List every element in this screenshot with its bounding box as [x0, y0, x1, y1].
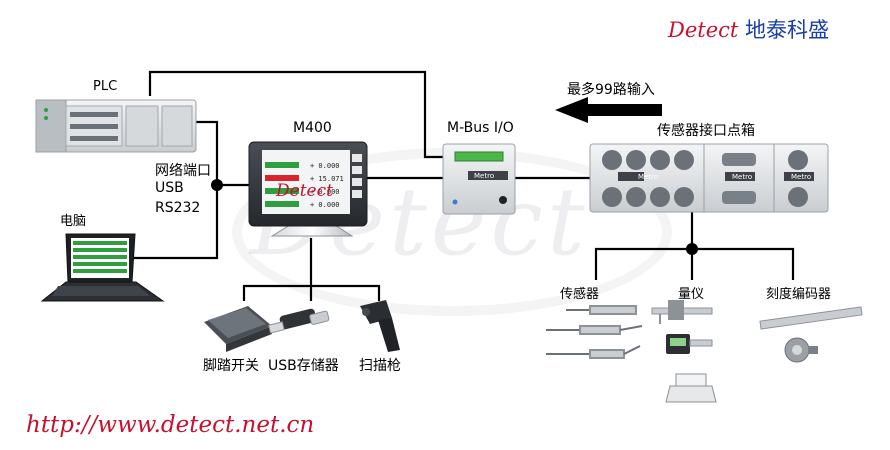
label-encoder: 刻度编码器 — [766, 287, 832, 302]
label-port-usb: USB — [155, 180, 184, 196]
label-m400: M400 — [293, 120, 332, 136]
label-usb-storage: USB存储器 — [268, 358, 339, 374]
brand-logo: Detect 地泰科盛 — [668, 14, 829, 44]
line-plc-to-mbus — [148, 70, 470, 159]
label-max-inputs: 最多99路输入 — [567, 82, 655, 98]
screen-value-1: + 0.000 — [310, 162, 340, 170]
laptop-device — [40, 233, 165, 302]
brand-en: Detect — [668, 18, 739, 42]
usb-stick-icon — [268, 308, 330, 334]
box-metro-logo-1: Metro — [638, 173, 658, 181]
label-foot-switch: 脚踏开关 — [203, 358, 259, 374]
screen-value-3: + 0.000 — [310, 188, 340, 196]
junction-dot-ports — [211, 179, 223, 191]
m400-terminal — [248, 141, 368, 237]
plc-device — [35, 99, 197, 153]
label-sensor-box: 传感器接口点箱 — [657, 123, 755, 139]
linear-sensor-icons — [546, 305, 643, 359]
encoder-icons — [759, 306, 863, 363]
label-gauge: 量仪 — [678, 287, 705, 302]
mbus-metro-logo: Metro — [474, 172, 494, 180]
barcode-scanner-icon — [360, 300, 400, 352]
gauge-icons — [651, 300, 717, 403]
screen-value-4: + 0.000 — [310, 201, 340, 209]
label-pc: 电脑 — [60, 214, 87, 229]
label-mbus: M-Bus I/O — [447, 120, 514, 136]
mbus-module — [442, 143, 516, 215]
box-metro-logo-3: Metro — [791, 173, 811, 181]
label-port-network: 网络端口 — [155, 163, 211, 179]
screen-value-2: + 15.071 — [310, 175, 344, 183]
screen-brand-overlay: Detect — [275, 181, 333, 201]
input-arrow — [555, 97, 662, 123]
label-sensor: 传感器 — [560, 287, 600, 302]
brand-cn: 地泰科盛 — [745, 18, 830, 42]
box-metro-logo-2: Metro — [732, 173, 752, 181]
label-port-rs232: RS232 — [155, 200, 201, 216]
sensor-box — [589, 143, 829, 213]
foot-switch-icon — [204, 306, 272, 352]
label-scanner: 扫描枪 — [359, 358, 401, 374]
website-url[interactable]: http://www.detect.net.cn — [26, 412, 315, 438]
junction-dot-bus — [686, 243, 698, 255]
label-plc: PLC — [93, 79, 118, 94]
